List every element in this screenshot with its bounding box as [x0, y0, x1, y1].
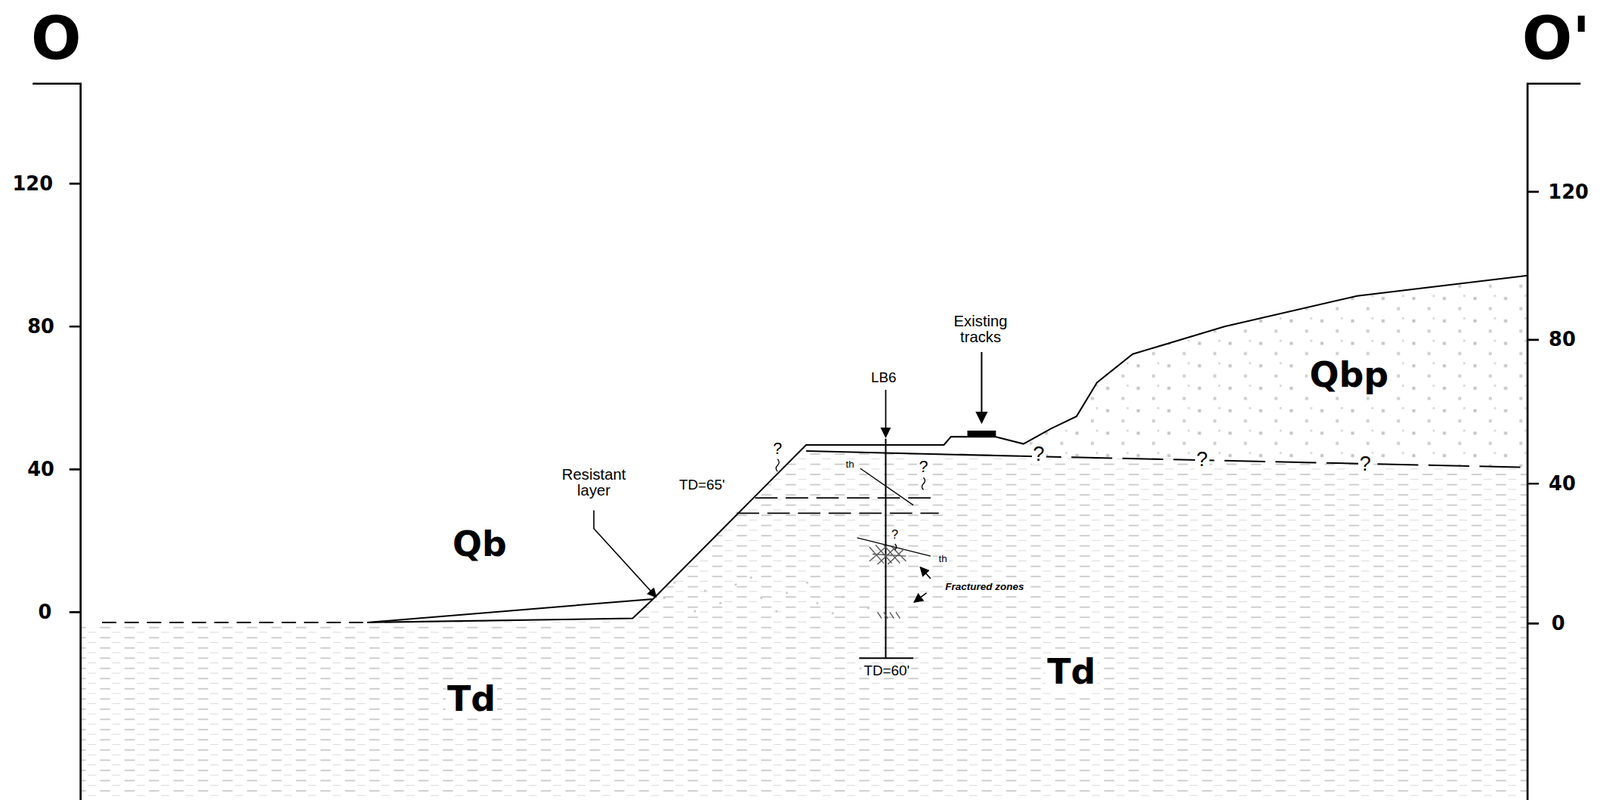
elevation-tick: 80 [25, 316, 56, 337]
depth-label: TD=65' [677, 477, 727, 493]
unit-label: Td [445, 680, 498, 717]
boring-label: LB6 [869, 370, 899, 386]
depth-label: TD=60' [861, 663, 912, 679]
section-letter: O [29, 7, 84, 70]
unit-label: Td [1045, 653, 1097, 690]
query-mark: ? [1358, 453, 1373, 475]
query-mark: ? [1031, 443, 1047, 465]
unit-note: th [937, 553, 949, 565]
elevation-tick: 40 [1547, 473, 1578, 495]
unit-note: th [844, 459, 856, 470]
unit-label: Qbp [1307, 356, 1390, 393]
elevation-tick: 40 [25, 459, 56, 480]
query-mark: ? [1195, 448, 1210, 470]
section-letter: O' [1520, 7, 1593, 70]
elevation-tick: 120 [1546, 182, 1591, 203]
query-mark: ? [889, 528, 900, 541]
query-mark: ? [917, 458, 930, 476]
query-mark: ? [771, 440, 784, 458]
callout-label: Fractured zones [943, 581, 1026, 593]
unit-label: Qb [450, 525, 509, 563]
elevation-tick: 120 [10, 173, 55, 195]
elevation-tick: 0 [1550, 613, 1567, 634]
callout-label: Resistant layer [551, 466, 637, 500]
elevation-tick: 80 [1547, 329, 1578, 350]
elevation-tick: 0 [37, 602, 54, 623]
callout-label: Existing tracks [938, 313, 1023, 346]
